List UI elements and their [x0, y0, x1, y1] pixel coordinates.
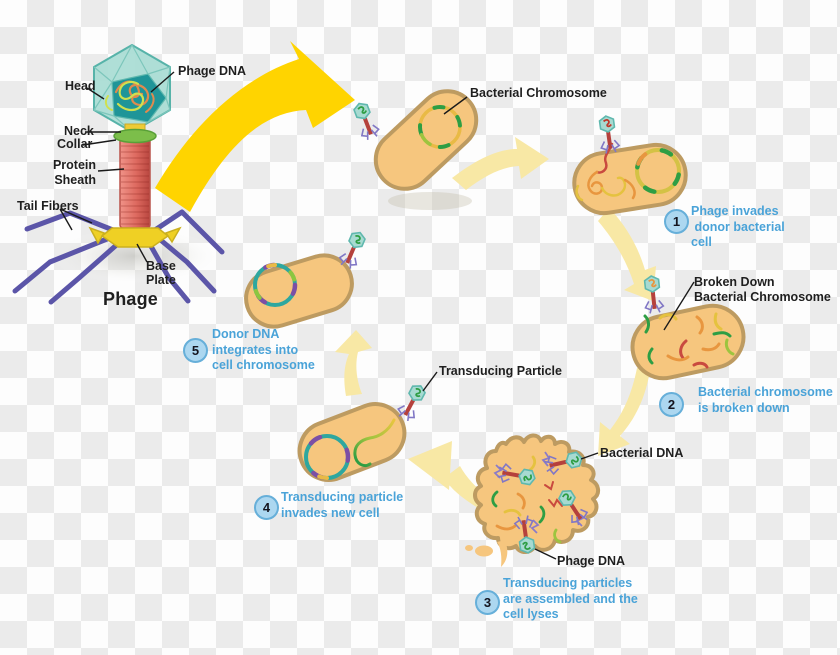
mini-phage-approaching	[351, 100, 381, 141]
cell1-shadow	[388, 192, 472, 210]
leader-head	[86, 87, 105, 100]
step-2-badge: 2	[659, 392, 684, 417]
chromosome-new-host	[303, 433, 351, 481]
leader-base-plate	[136, 243, 148, 263]
arrow-cell2-to-cell3	[598, 208, 656, 301]
cell-broken-chromosome	[630, 303, 746, 381]
step-2-text: Bacterial chromosome is broken down	[698, 385, 833, 415]
step-4-text: Transducing particle invades new cell	[281, 490, 404, 520]
label-neck: Neck	[64, 124, 94, 138]
phage-sheath-ridges	[121, 145, 149, 225]
label-bacterial-dna: Bacterial DNA	[600, 446, 684, 460]
cell-new-host	[297, 402, 407, 482]
main-arrow	[155, 41, 355, 212]
phage-title: Phage	[103, 289, 159, 309]
label-transducing-particle: Transducing Particle	[439, 364, 562, 378]
phage-shadow	[49, 228, 221, 284]
leader-protein-sheath	[97, 168, 125, 172]
arrow-cell1-to-cell2	[452, 137, 549, 190]
leader-collar	[82, 139, 117, 146]
injected-phage-dna	[575, 142, 636, 202]
leader-bacterial-dna	[580, 452, 599, 460]
step-4-badge: 4	[254, 495, 279, 520]
transduced-dna-strand	[353, 418, 396, 468]
label-bacterial-chromosome: Bacterial Chromosome	[470, 86, 607, 100]
label-tail-fibers: Tail Fibers	[17, 199, 79, 213]
label-phage-dna-diagram: Phage DNA	[178, 64, 247, 78]
step-5-text: Donor DNA integrates into cell chromosom…	[212, 327, 315, 372]
mini-phage-departing	[337, 229, 368, 270]
cell-recombinant	[244, 253, 354, 329]
step-5-badge: 5	[183, 338, 208, 363]
arrow-cell4-to-cell5	[335, 330, 372, 396]
label-head: Head	[65, 79, 96, 93]
leader-tail-fibers	[59, 208, 93, 231]
lysing-cell-fragments	[491, 455, 563, 544]
mini-phage-injecting	[597, 115, 620, 154]
lysis-droplets	[465, 540, 508, 567]
chromosome-invaded	[634, 147, 682, 195]
phage-diagram	[12, 44, 225, 305]
chromosome-donor	[418, 105, 462, 149]
leader-lines	[59, 71, 695, 560]
cell-invaded	[572, 142, 688, 216]
label-collar: Collar	[57, 137, 93, 151]
step-1-badge: 1	[664, 209, 689, 234]
label-broken-down-chromosome: Broken Down Bacterial Chromosome	[694, 275, 831, 304]
step-1-text: Phage invades donor bacterial cell	[691, 204, 785, 249]
phage-dna-tangle	[104, 80, 155, 113]
leader-broken-down	[663, 281, 695, 331]
phage-collar	[113, 128, 157, 144]
label-protein-sheath: Protein Sheath	[52, 158, 96, 187]
leader-phage-dna-diagram	[150, 71, 175, 93]
arrow-cell3-to-lysing	[598, 368, 650, 456]
leader-bacterial-chromosome	[443, 96, 468, 115]
broken-chromosome-fragments	[643, 312, 735, 369]
bacterial-cells	[244, 89, 746, 554]
label-phage-dna-cycle: Phage DNA	[557, 554, 626, 568]
arrow-lysing-to-cell4-head	[408, 441, 452, 490]
step-3-badge: 3	[475, 590, 500, 615]
chromosome-rings	[252, 105, 682, 481]
label-base-plate: Base Plate	[146, 259, 176, 287]
leader-phage-dna-cycle	[534, 548, 557, 560]
step-3-text: Transducing particles are assembled and …	[503, 576, 638, 621]
phage-base-plate	[88, 226, 182, 248]
chromosome-recombinant	[252, 262, 298, 308]
leader-transducing-particle	[422, 371, 438, 392]
phage-head	[93, 44, 171, 133]
